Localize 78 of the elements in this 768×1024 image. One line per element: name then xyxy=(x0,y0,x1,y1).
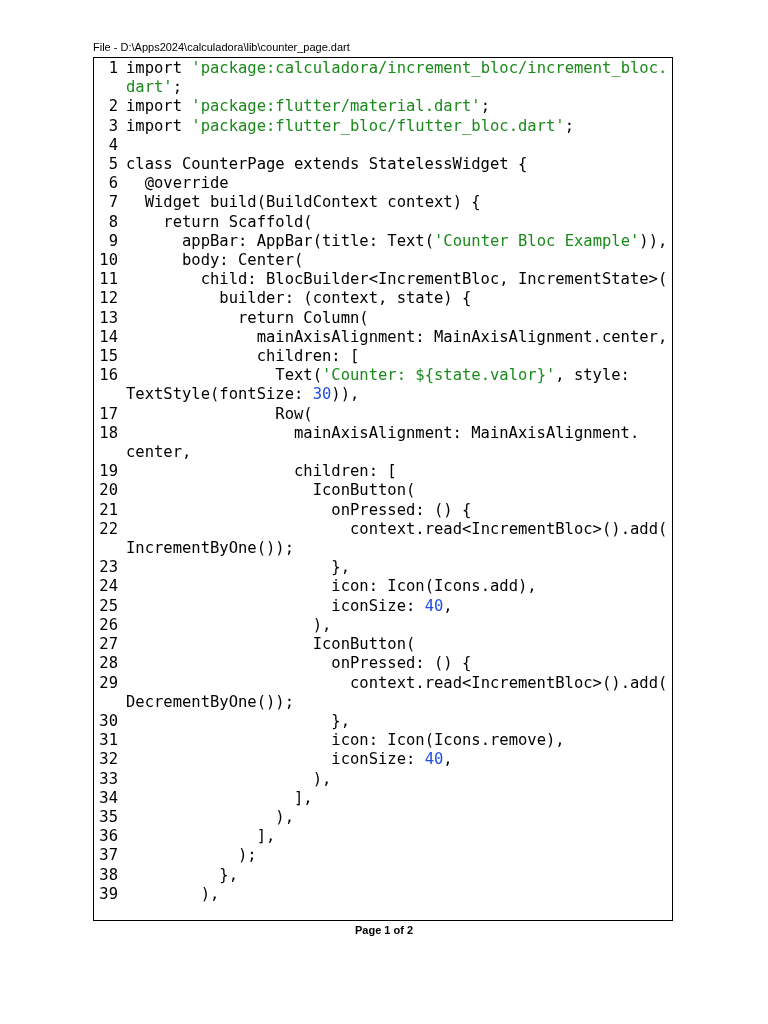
line-number: 15 xyxy=(99,347,118,366)
line-number: 13 xyxy=(99,308,118,327)
line-number: 8 xyxy=(108,212,118,231)
code-line: onPressed: () { xyxy=(330,654,472,673)
line-number: 2 xyxy=(108,97,118,116)
line-number: 7 xyxy=(108,193,118,212)
line-number: 4 xyxy=(108,135,118,154)
code-line: mainAxisAlignment: MainAxisAlignment.center, xyxy=(255,327,668,346)
code-line: iconSize: 40, xyxy=(330,596,453,615)
line-number: 24 xyxy=(99,577,118,596)
code-line: icon: Icon(Icons.remove), xyxy=(330,731,565,750)
code-line: Text('Counter: ${state.valor}', style: TextStyle(fontSize: 30)), xyxy=(126,366,631,404)
code-line: Widget build(BuildContext context) { xyxy=(143,193,481,212)
line-number: 14 xyxy=(99,327,118,346)
line-number: 12 xyxy=(99,289,118,308)
code-line: ), xyxy=(311,769,332,788)
line-number: 31 xyxy=(99,731,118,750)
line-number: 25 xyxy=(99,596,118,615)
line-number: 39 xyxy=(99,884,118,903)
line-number: 10 xyxy=(99,251,118,270)
line-number: 26 xyxy=(99,615,118,634)
line-number: 30 xyxy=(99,711,118,730)
line-number: 38 xyxy=(99,865,118,884)
code-line: builder: (context, state) { xyxy=(218,289,472,308)
code-line: }, xyxy=(330,558,350,577)
code-line: iconSize: 40, xyxy=(330,750,453,769)
code-line: IconButton( xyxy=(311,481,416,500)
code-line: Row( xyxy=(274,404,313,423)
line-number: 9 xyxy=(108,231,118,250)
code-line: return Column( xyxy=(237,308,369,327)
line-number: 19 xyxy=(99,462,118,481)
code-line: child: BlocBuilder<IncrementBloc, IncrementState>( xyxy=(199,270,668,289)
code-line: children: [ xyxy=(255,347,360,366)
code-line: import 'package:flutter/material.dart'; xyxy=(126,97,490,116)
code-line: body: Center( xyxy=(181,251,304,270)
line-number: 37 xyxy=(99,846,118,865)
line-number: 32 xyxy=(99,750,118,769)
code-line: onPressed: () { xyxy=(330,500,472,519)
code-line: }, xyxy=(330,711,350,730)
line-number: 22 xyxy=(99,519,118,538)
code-line: context.read<IncrementBloc>().add(DecrementByOne()); xyxy=(126,673,668,711)
code-line: IconButton( xyxy=(311,635,416,654)
line-number: 17 xyxy=(99,404,118,423)
line-number: 28 xyxy=(99,654,118,673)
line-number: 11 xyxy=(99,270,118,289)
line-number: 23 xyxy=(99,558,118,577)
code-line: ), xyxy=(311,615,332,634)
line-number: 21 xyxy=(99,500,118,519)
code-line: @override xyxy=(143,174,229,193)
line-number: 5 xyxy=(108,155,118,173)
code-line: return Scaffold( xyxy=(162,212,313,231)
line-number: 27 xyxy=(99,635,118,654)
line-number: 34 xyxy=(99,788,118,807)
code-line: children: [ xyxy=(293,462,397,481)
code-line: import 'package:calculadora/increment_bloc/increment_bloc.dart'; xyxy=(126,59,668,97)
line-number: 18 xyxy=(99,423,118,442)
line-number: 16 xyxy=(99,366,118,385)
code-line: appBar: AppBar(title: Text('Counter Bloc Example')), xyxy=(181,231,668,250)
page-number: Page 1 of 2 xyxy=(354,924,414,936)
line-number: 35 xyxy=(99,807,118,826)
code-line: }, xyxy=(218,865,238,884)
code-line: ), xyxy=(199,884,220,903)
code-line: context.read<IncrementBloc>().add(IncrementByOne()); xyxy=(126,519,668,558)
code-line: import 'package:flutter_bloc/flutter_bloc.dart'; xyxy=(126,116,574,135)
line-number: 3 xyxy=(108,116,118,135)
line-number: 36 xyxy=(99,827,118,846)
line-number: 20 xyxy=(99,481,118,500)
code-line: ], xyxy=(255,827,276,846)
line-number: 29 xyxy=(99,673,118,692)
file-path-header: File - D:\Apps2024\calculadora\lib\counter_page.dart xyxy=(93,41,350,53)
line-number: 1 xyxy=(108,59,118,77)
code-line: icon: Icon(Icons.add), xyxy=(330,577,537,596)
line-number: 33 xyxy=(99,769,118,788)
code-line: ); xyxy=(237,846,257,865)
code-line: class CounterPage extends StatelessWidget { xyxy=(126,155,528,173)
code-line: ], xyxy=(293,788,313,807)
code-line: ), xyxy=(274,807,294,826)
line-number: 6 xyxy=(108,174,118,193)
